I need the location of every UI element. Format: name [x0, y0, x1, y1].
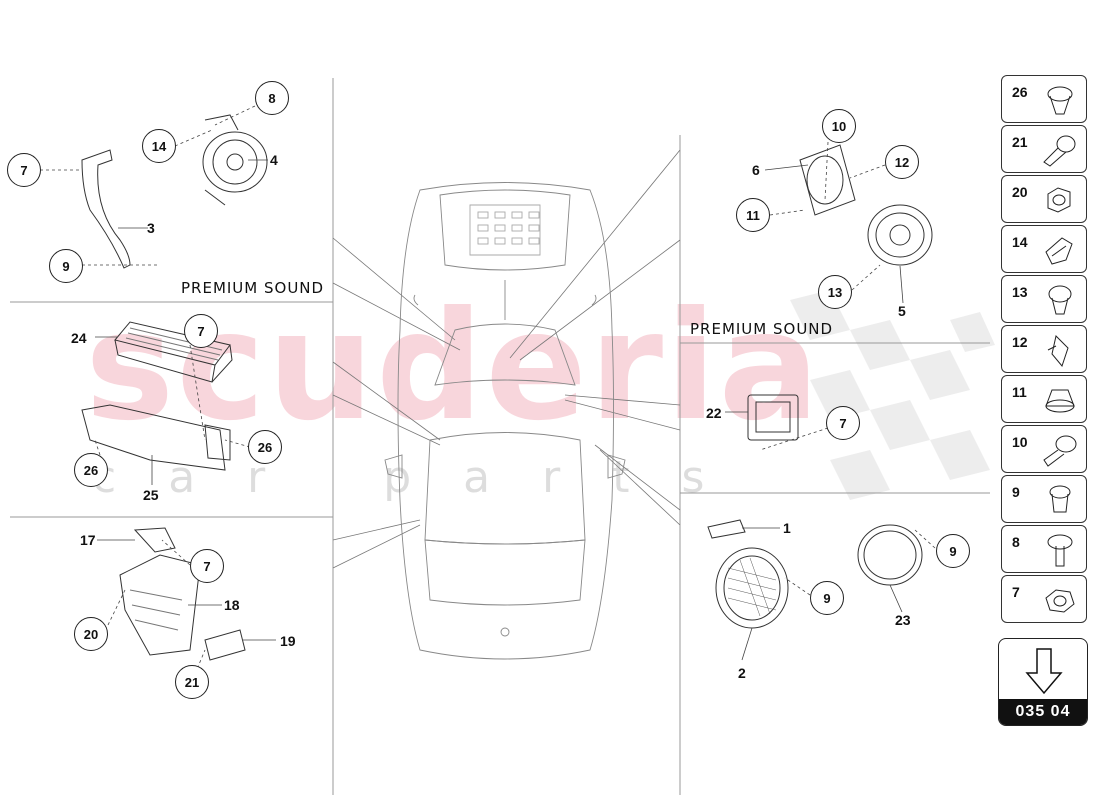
page-reference-box[interactable]: 035 04: [998, 638, 1088, 726]
callout-7[interactable]: 7: [190, 549, 224, 583]
sidebar-item-14[interactable]: 14: [1001, 225, 1087, 273]
callout-7[interactable]: 7: [184, 314, 218, 348]
part-number-19: 19: [280, 633, 296, 649]
sidebar-item-number: 9: [1012, 484, 1020, 500]
sidebar-item-number: 26: [1012, 84, 1028, 100]
screw-icon: [1043, 135, 1076, 167]
callout-9[interactable]: 9: [49, 249, 83, 283]
car-top-view: [384, 182, 626, 660]
grill-hatch: [727, 557, 777, 617]
sidebar-item-7[interactable]: 7: [1001, 575, 1087, 623]
callout-8[interactable]: 8: [255, 81, 289, 115]
callout-20[interactable]: 20: [74, 617, 108, 651]
callout-7[interactable]: 7: [826, 406, 860, 440]
callout-12[interactable]: 12: [885, 145, 919, 179]
part-number-2: 2: [738, 665, 746, 681]
part-number-18: 18: [224, 597, 240, 613]
nut-icon: [1047, 187, 1071, 213]
sidebar-item-number: 21: [1012, 134, 1028, 150]
premium-sound-label-right: PREMIUM SOUND: [690, 320, 834, 338]
sidebar-item-20[interactable]: 20: [1001, 175, 1087, 223]
bolt-icon: [1049, 485, 1071, 513]
callout-11[interactable]: 11: [736, 198, 770, 232]
arrow-down-icon: [1025, 648, 1063, 695]
nut-icon: [1045, 389, 1075, 413]
part-number-1: 1: [783, 520, 791, 536]
screw-icon: [1048, 285, 1072, 315]
callout-9[interactable]: 9: [810, 581, 844, 615]
premium-sound-label-left: PREMIUM SOUND: [181, 279, 325, 297]
part-number-25: 25: [143, 487, 159, 503]
sidebar-item-12[interactable]: 12: [1001, 325, 1087, 373]
part-sketches: [81, 114, 933, 661]
sidebar-item-number: 11: [1012, 384, 1027, 400]
sidebar-item-number: 20: [1012, 184, 1028, 200]
clip-icon: [1047, 335, 1069, 368]
sidebar-item-number: 8: [1012, 534, 1020, 550]
part-number-6: 6: [752, 162, 760, 178]
part-number-23: 23: [895, 612, 911, 628]
sidebar-item-26[interactable]: 26: [1001, 75, 1087, 123]
callout-10[interactable]: 10: [822, 109, 856, 143]
sidebar-item-number: 10: [1012, 434, 1028, 450]
sidebar-item-number: 12: [1012, 334, 1028, 350]
part-number-17: 17: [80, 532, 96, 548]
nut-icon: [1045, 589, 1075, 613]
sidebar-item-10[interactable]: 10: [1001, 425, 1087, 473]
callout-14[interactable]: 14: [142, 129, 176, 163]
callout-9[interactable]: 9: [936, 534, 970, 568]
part-number-3: 3: [147, 220, 155, 236]
frame-lines: [10, 78, 990, 795]
callout-13[interactable]: 13: [818, 275, 852, 309]
leader-lines: [332, 149, 681, 569]
sidebar-item-9[interactable]: 9: [1001, 475, 1087, 523]
callout-26[interactable]: 26: [74, 453, 108, 487]
sidebar-item-21[interactable]: 21: [1001, 125, 1087, 173]
callout-leaders: [40, 105, 936, 675]
sidebar-item-8[interactable]: 8: [1001, 525, 1087, 573]
callout-26[interactable]: 26: [248, 430, 282, 464]
sidebar-item-number: 7: [1012, 584, 1020, 600]
screw-icon: [1043, 435, 1077, 467]
sidebar-item-13[interactable]: 13: [1001, 275, 1087, 323]
page-reference-number: 035 04: [999, 699, 1087, 725]
part-number-5: 5: [898, 303, 906, 319]
sidebar-item-number: 13: [1012, 284, 1028, 300]
checker-watermark: [790, 290, 995, 500]
callout-21[interactable]: 21: [175, 665, 209, 699]
clip-icon: [1045, 237, 1073, 265]
part-number-22: 22: [706, 405, 722, 421]
part-number-24: 24: [71, 330, 87, 346]
sidebar-item-number: 14: [1012, 234, 1028, 250]
bolt-icon: [1047, 86, 1073, 115]
part-number-4: 4: [270, 152, 278, 168]
callout-7[interactable]: 7: [7, 153, 41, 187]
bolt-icon: [1047, 534, 1073, 567]
label-leaders: [95, 159, 904, 661]
sidebar-item-11[interactable]: 11: [1001, 375, 1087, 423]
